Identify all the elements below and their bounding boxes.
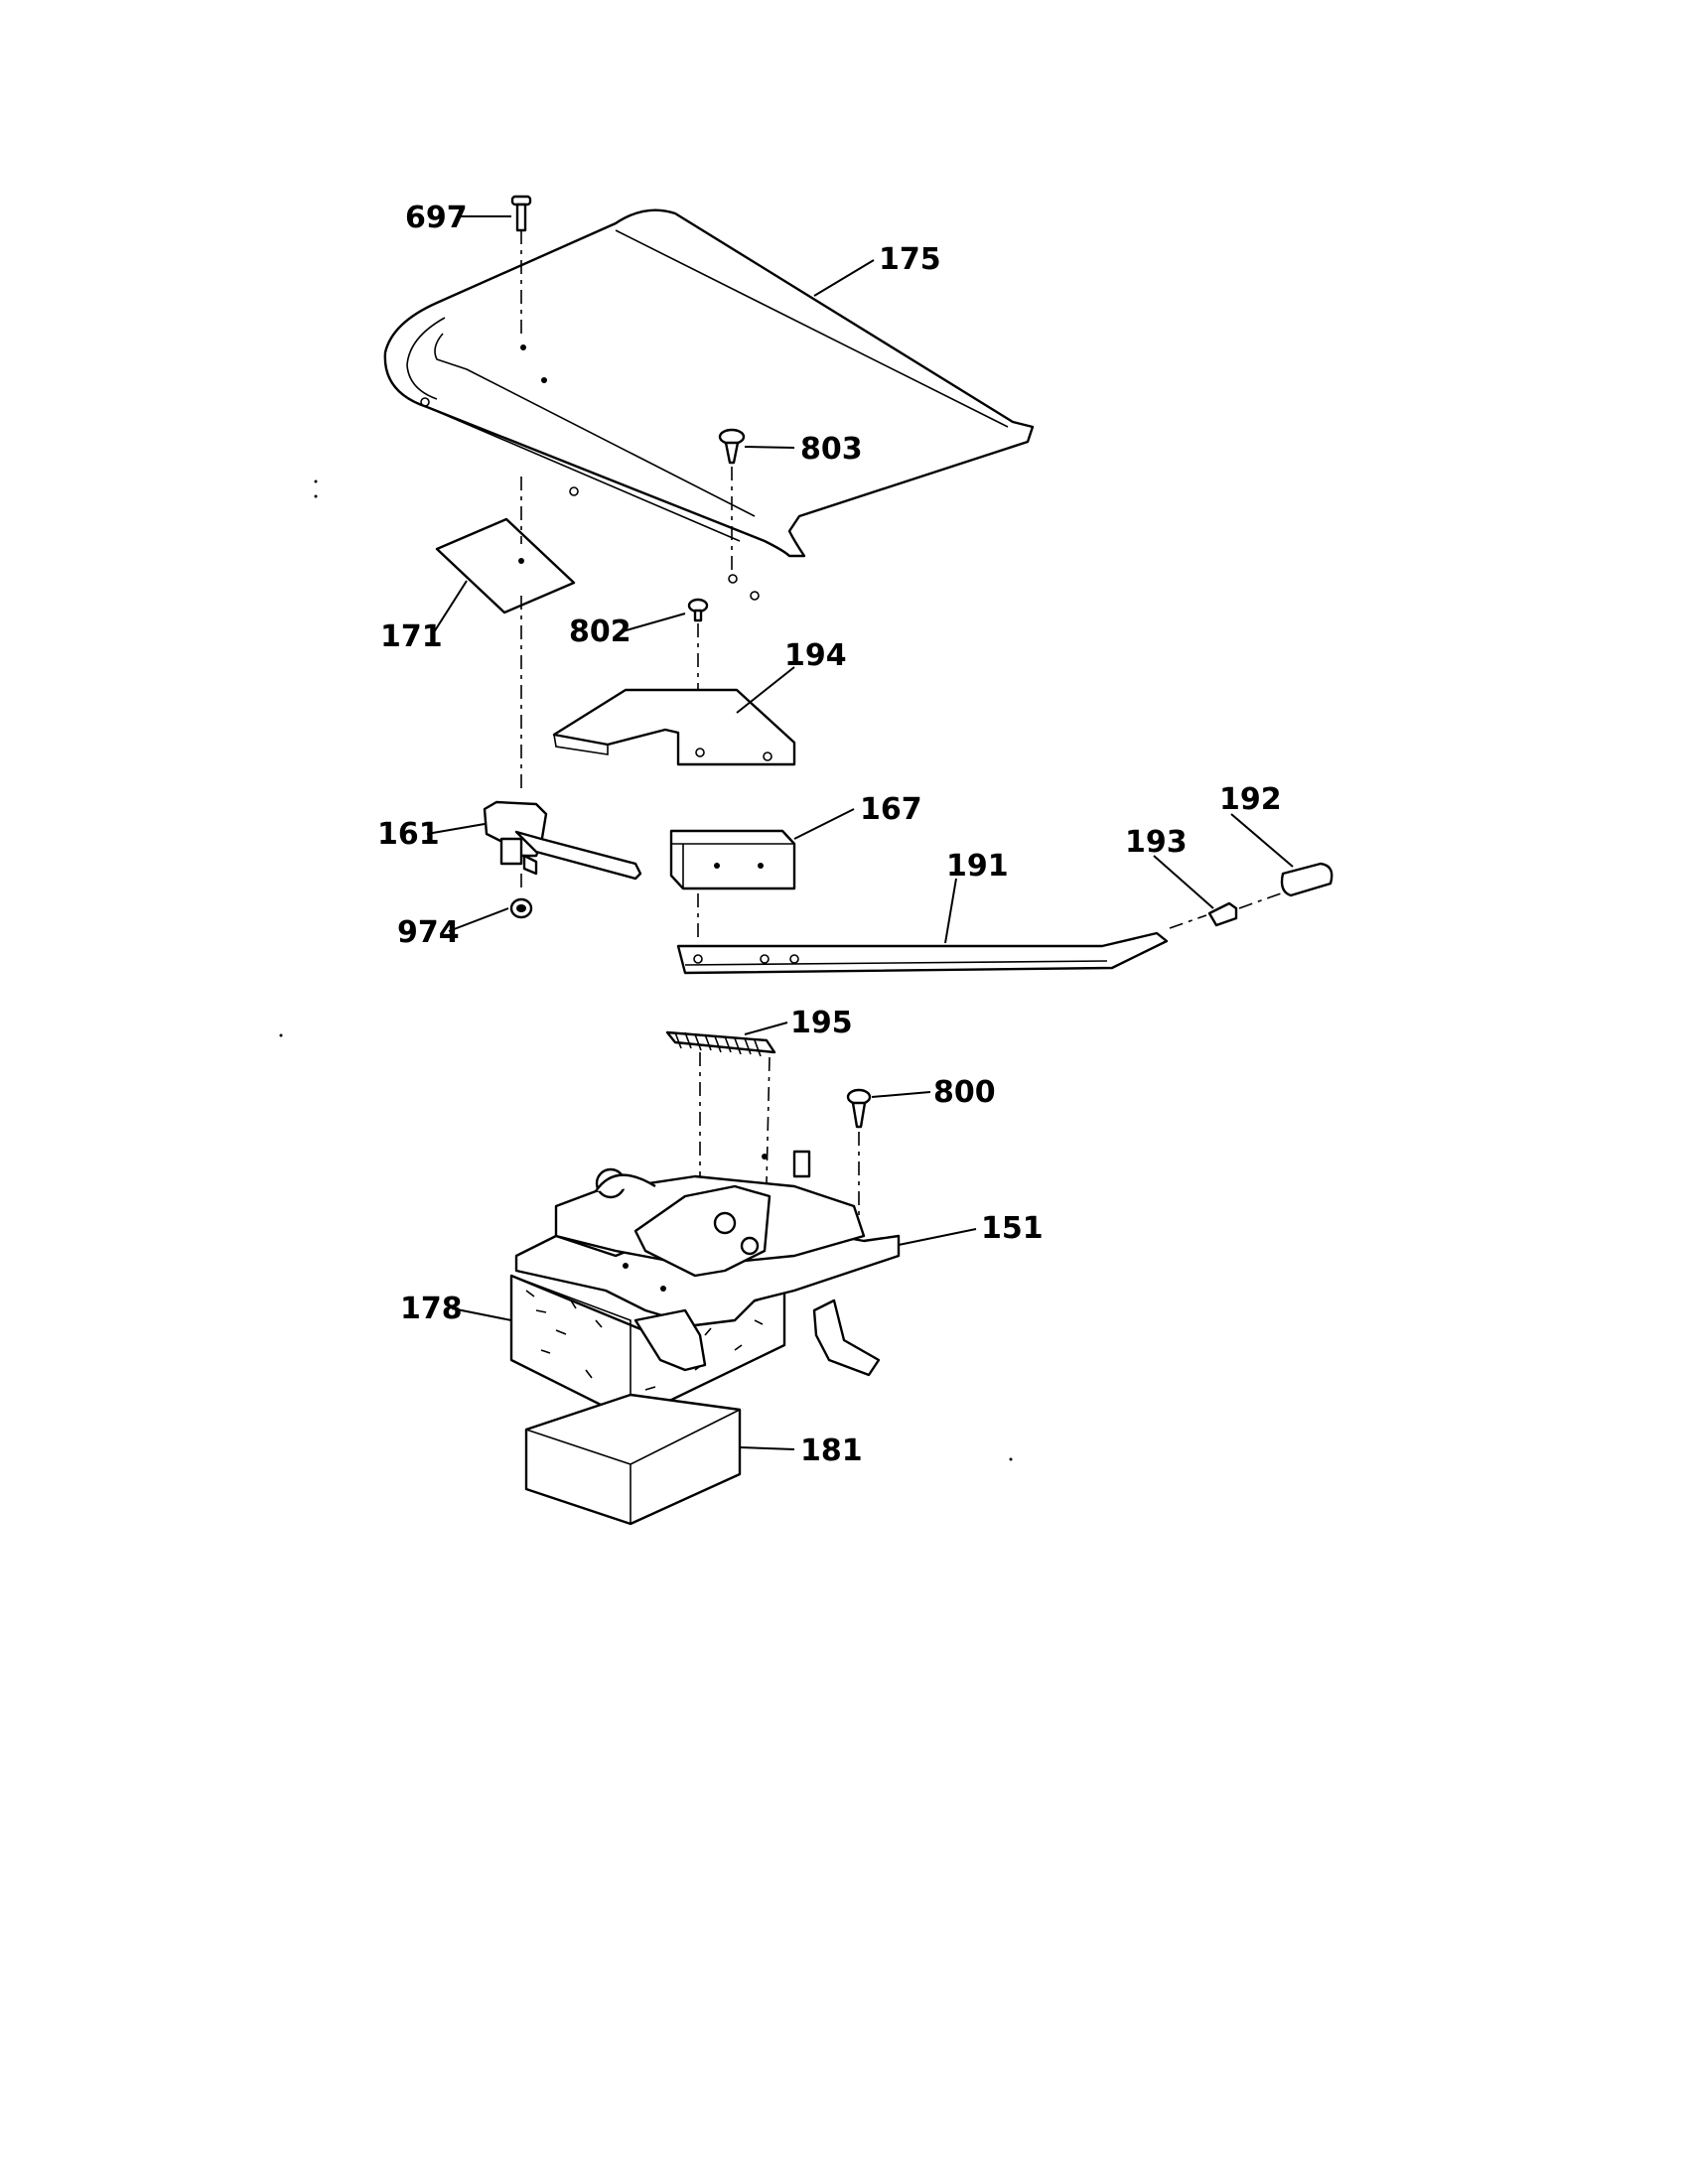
label-697: 697 xyxy=(405,201,468,235)
bracket-194 xyxy=(552,688,796,766)
rod-191 xyxy=(676,931,1169,975)
knob-192 xyxy=(1280,862,1333,897)
block-167 xyxy=(669,829,796,943)
label-193: 193 xyxy=(1125,825,1188,860)
label-175: 175 xyxy=(879,242,941,277)
label-191: 191 xyxy=(946,849,1009,884)
clip-193 xyxy=(1169,892,1282,929)
label-974: 974 xyxy=(397,915,460,950)
label-800: 800 xyxy=(933,1075,996,1110)
label-171: 171 xyxy=(380,619,443,654)
scan-specks xyxy=(279,479,1013,1461)
switch-161 xyxy=(483,800,642,893)
label-167: 167 xyxy=(860,792,922,827)
gasket-171 xyxy=(435,477,576,794)
leader-lines xyxy=(426,215,1294,1450)
block-181 xyxy=(524,1393,742,1526)
label-178: 178 xyxy=(400,1292,463,1326)
nut-974 xyxy=(509,897,533,919)
part-labels: 697 175 803 171 802 194 161 167 193 192 … xyxy=(377,201,1282,1468)
label-195: 195 xyxy=(790,1006,853,1040)
cover-panel-175 xyxy=(383,208,1035,601)
screw-803 xyxy=(718,428,746,576)
label-181: 181 xyxy=(800,1433,863,1468)
label-803: 803 xyxy=(800,432,863,467)
label-161: 161 xyxy=(377,817,440,852)
label-194: 194 xyxy=(784,638,847,673)
label-151: 151 xyxy=(981,1211,1044,1246)
spring-195 xyxy=(665,1030,776,1267)
latch-assembly-151 xyxy=(514,1150,901,1377)
label-192: 192 xyxy=(1219,782,1282,817)
screw-697 xyxy=(510,195,532,338)
label-802: 802 xyxy=(569,614,632,649)
screw-800 xyxy=(846,1088,872,1226)
